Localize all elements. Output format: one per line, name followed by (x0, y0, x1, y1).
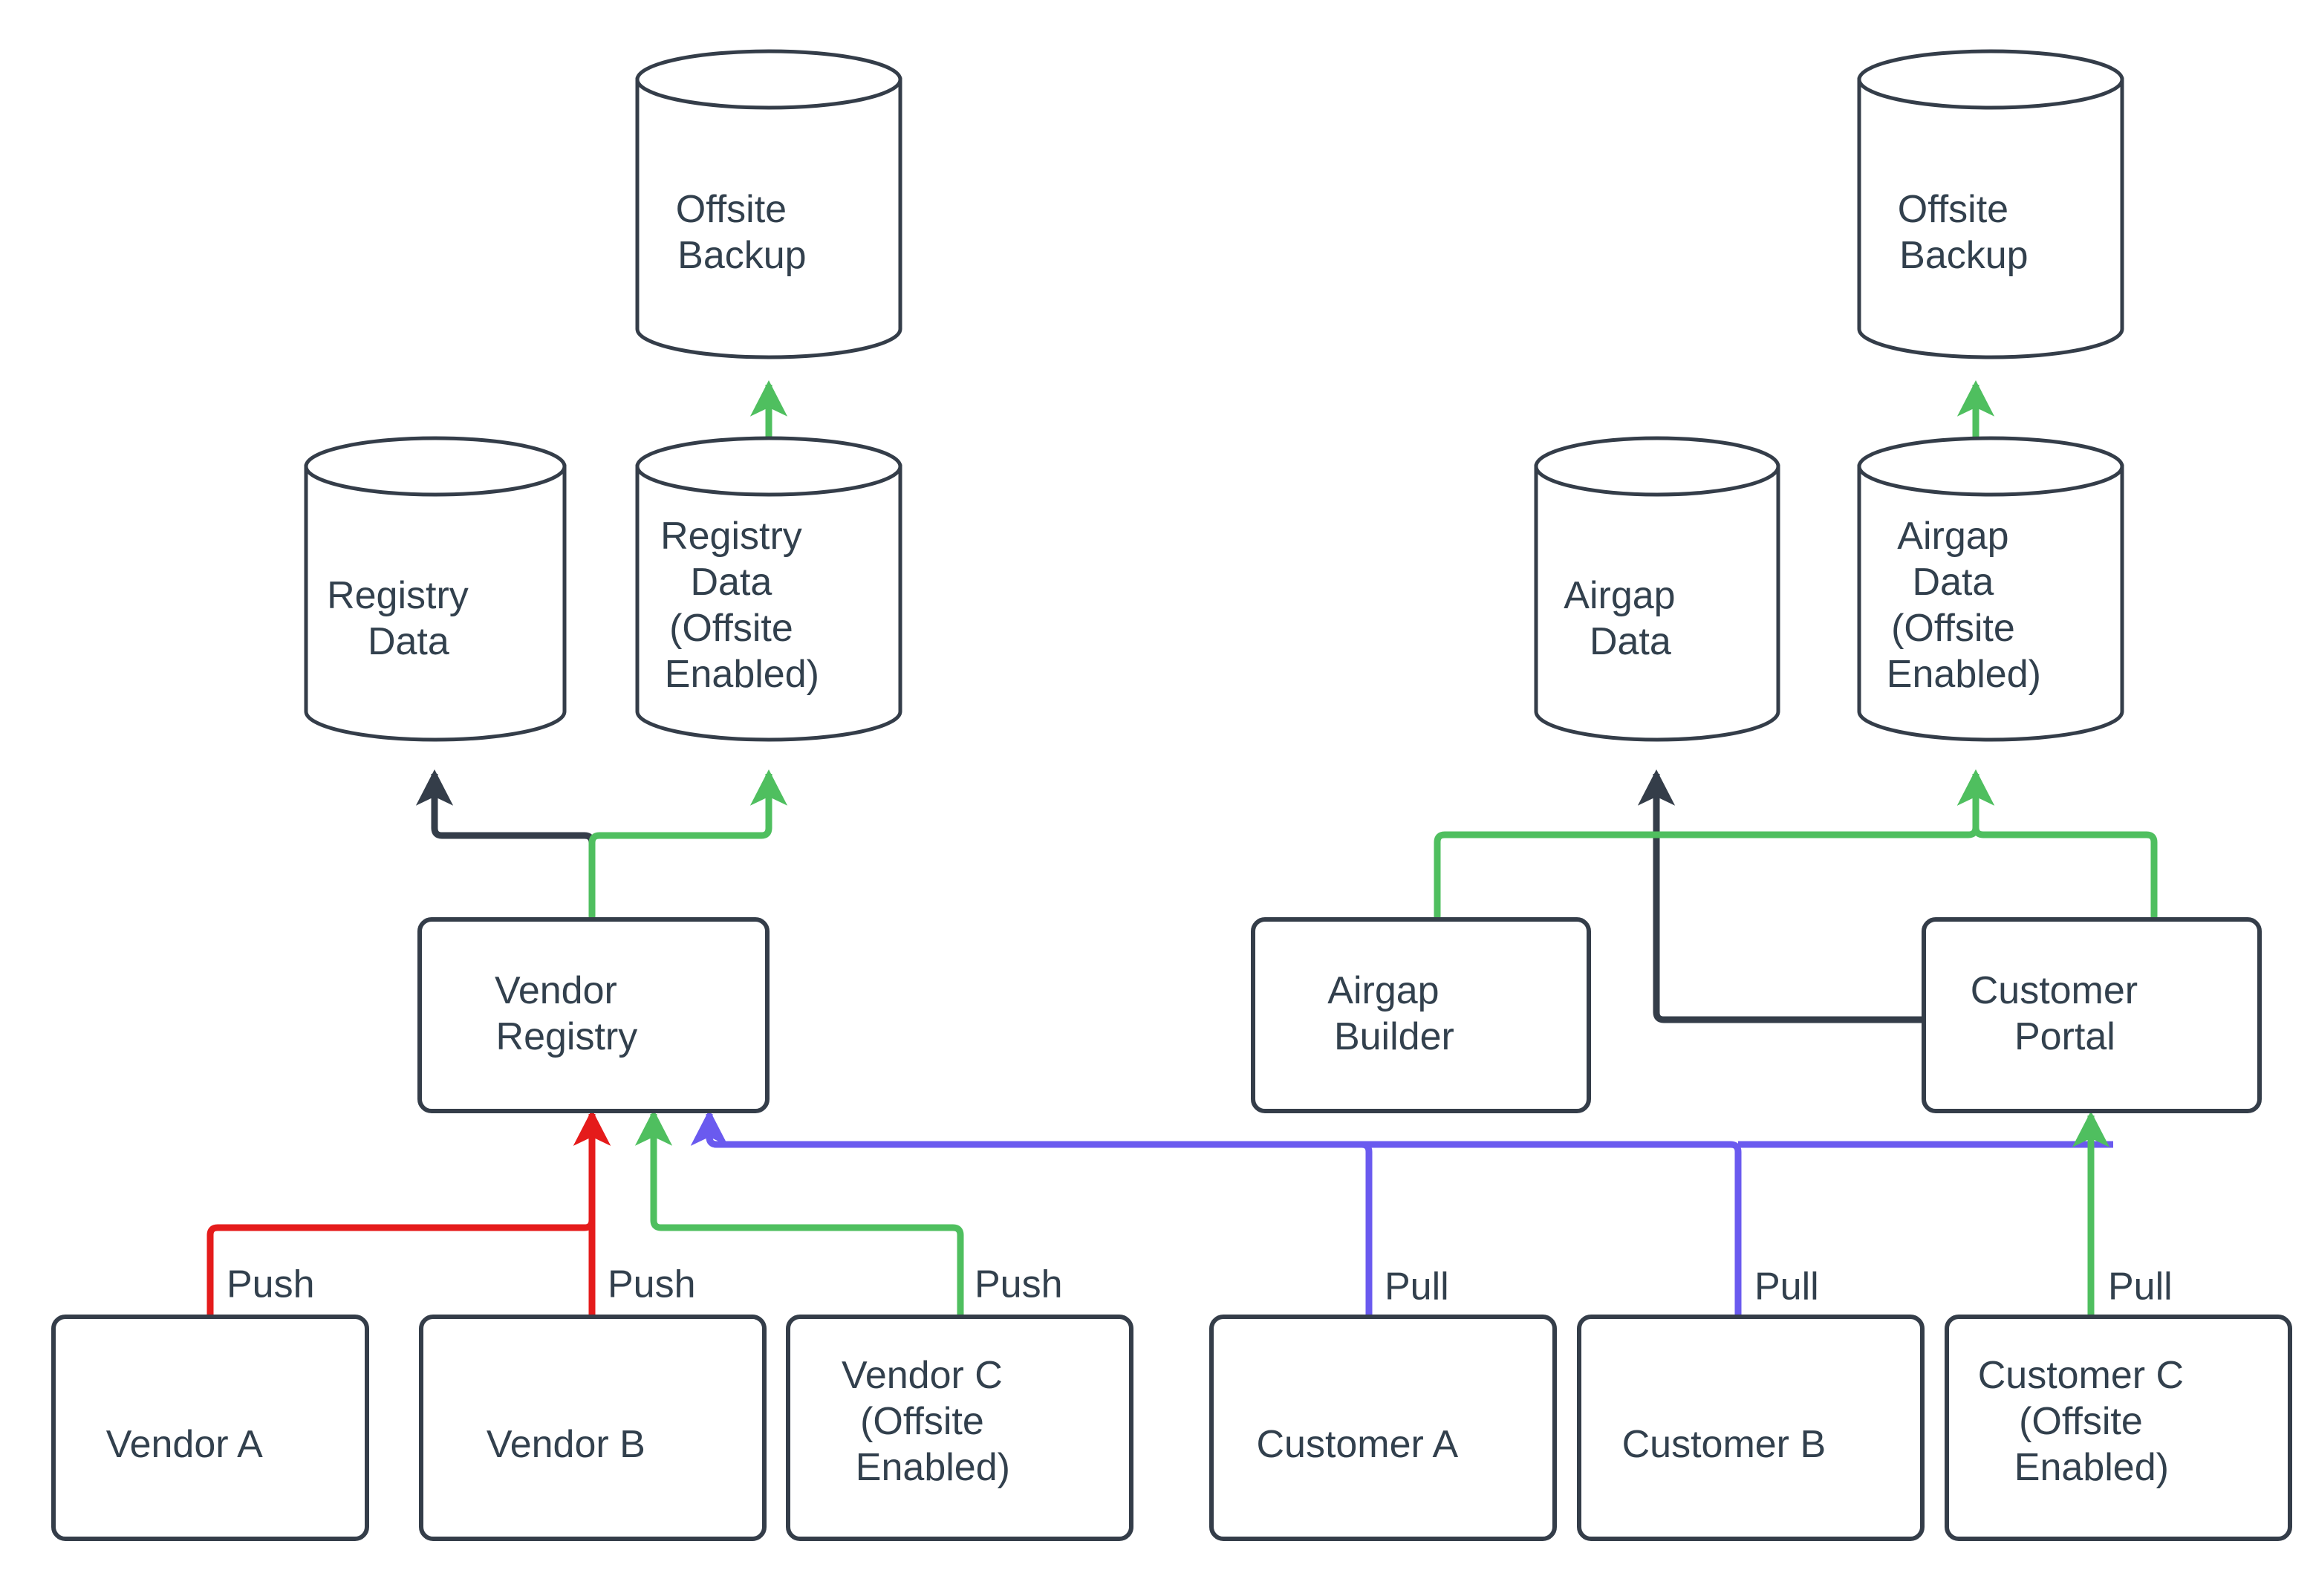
node-customer-portal[interactable]: Customer Portal (1922, 917, 2262, 1113)
node-customer-c[interactable]: Customer C (Offsite Enabled) (1945, 1315, 2292, 1541)
node-label-registry-data-offsite: Registry Data (Offsite Enabled) (660, 515, 877, 696)
edge-label-push-vendor-b: Push (608, 1263, 696, 1306)
edge-vendor-registry-to-registry-data (415, 769, 596, 919)
node-airgap-builder[interactable]: Airgap Builder (1251, 917, 1591, 1113)
node-label-customer-c: Customer C (Offsite Enabled) (1978, 1354, 2260, 1489)
edge-customer-portal-to-airgap-data (1637, 769, 1924, 1023)
edge-label-pull-customer-c: Pull (2108, 1266, 2173, 1309)
node-label-airgap-builder: Airgap Builder (1327, 969, 1514, 1058)
node-label-offsite-backup-right: Offsite Backup (1898, 188, 2083, 277)
edge-customer-b-to-vendor-registry (690, 1109, 1742, 1317)
node-label-airgap-data-offsite: Airgap Data (Offsite Enabled) (1887, 515, 2095, 696)
node-airgap-data-offsite[interactable]: Airgap Data (Offsite Enabled) (1857, 436, 2124, 742)
node-registry-data[interactable]: Registry Data (304, 436, 567, 742)
node-label-customer-portal: Customer Portal (1971, 969, 2213, 1058)
node-registry-data-offsite[interactable]: Registry Data (Offsite Enabled) (635, 436, 902, 742)
node-offsite-backup-left[interactable]: Offsite Backup (635, 49, 902, 359)
node-label-vendor-b: Vendor B (487, 1423, 699, 1466)
node-vendor-a[interactable]: Vendor A (51, 1315, 369, 1541)
edge-vendor-c-to-vendor-registry (634, 1109, 964, 1317)
node-label-vendor-c: Vendor C (Offsite Enabled) (842, 1354, 1078, 1489)
node-label-registry-data: Registry Data (327, 574, 544, 663)
node-label-customer-a: Customer A (1256, 1423, 1509, 1466)
edge-label-layer: Push Push Push Pull Pull Pull (227, 1263, 2173, 1309)
edge-label-pull-customer-b: Pull (1754, 1266, 1819, 1309)
node-vendor-c[interactable]: Vendor C (Offsite Enabled) (786, 1315, 1133, 1541)
edge-label-pull-customer-a: Pull (1385, 1266, 1449, 1309)
edge-label-push-vendor-c: Push (975, 1263, 1063, 1306)
node-label-customer-b: Customer B (1622, 1423, 1880, 1466)
node-vendor-registry[interactable]: Vendor Registry (417, 917, 770, 1113)
node-customer-a[interactable]: Customer A (1209, 1315, 1557, 1541)
node-airgap-data[interactable]: Airgap Data (1534, 436, 1780, 742)
node-label-vendor-registry: Vendor Registry (495, 969, 692, 1058)
edge-label-push-vendor-a: Push (227, 1263, 315, 1306)
edge-layer (206, 380, 2158, 1317)
node-label-vendor-a: Vendor A (106, 1423, 314, 1466)
edge-vendor-registry-to-registry-data-offsite (588, 769, 788, 919)
edge-customer-portal-to-airgap-data-offsite (1956, 769, 2158, 919)
node-vendor-b[interactable]: Vendor B (419, 1315, 767, 1541)
node-label-offsite-backup-left: Offsite Backup (676, 188, 862, 277)
node-label-airgap-data: Airgap Data (1564, 574, 1750, 663)
edge-airgap-builder-to-airgap-data-offsite (1434, 769, 1995, 919)
node-customer-b[interactable]: Customer B (1577, 1315, 1925, 1541)
node-offsite-backup-right[interactable]: Offsite Backup (1857, 49, 2124, 359)
